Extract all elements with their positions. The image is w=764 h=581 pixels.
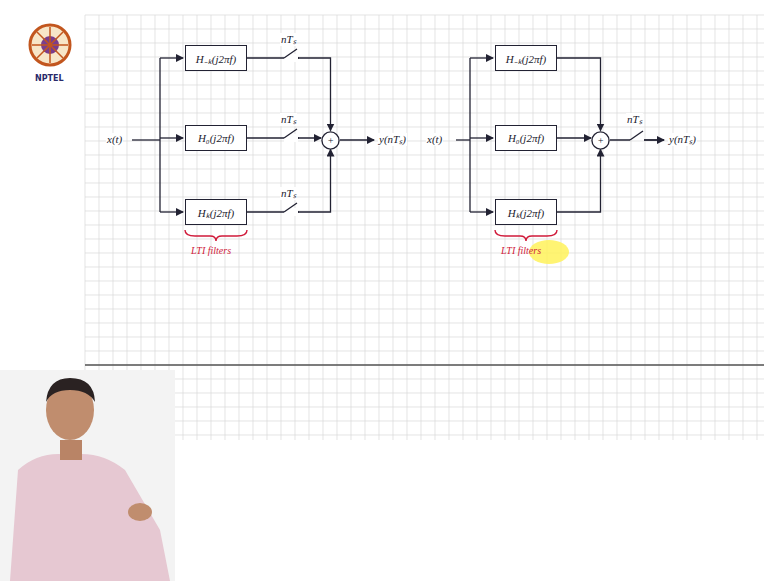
sampling-label: nTₛ bbox=[280, 187, 297, 200]
input-wire bbox=[132, 139, 160, 140]
filter-label: Hₖ(j2πf) bbox=[198, 205, 234, 220]
branch-wire bbox=[160, 211, 183, 212]
sum-sign: + bbox=[597, 135, 604, 146]
lecturer-figure bbox=[0, 370, 175, 581]
filter-box: H₋ₖ(j2πf) bbox=[495, 45, 557, 71]
branch-wire bbox=[470, 57, 493, 58]
sampling-label: nTₛ bbox=[280, 33, 297, 46]
annotation-note: LTI filters bbox=[190, 244, 232, 257]
filter-label: H₋ₖ(j2πf) bbox=[506, 51, 546, 66]
input-bus bbox=[469, 58, 470, 212]
signal-connector bbox=[557, 150, 601, 213]
filter-label: Hₖ(j2πf) bbox=[508, 205, 544, 220]
signal-connector bbox=[557, 137, 591, 138]
divider-line bbox=[85, 364, 764, 366]
signal-name: x(t) bbox=[106, 133, 123, 146]
nptel-logo bbox=[30, 25, 70, 65]
annotation-note: LTI filters bbox=[500, 244, 542, 257]
signal-connector bbox=[247, 150, 331, 213]
output-arrow bbox=[644, 139, 664, 140]
branch-wire bbox=[470, 211, 493, 212]
sum-sign: + bbox=[327, 135, 334, 146]
grid-lines bbox=[85, 15, 764, 440]
input-wire bbox=[456, 139, 470, 140]
signal-name: y(nTₛ) bbox=[378, 133, 407, 146]
output-wire bbox=[340, 139, 374, 140]
summing-junction: + bbox=[591, 131, 610, 150]
red-bracket bbox=[185, 230, 247, 241]
signal-connector bbox=[557, 58, 601, 131]
filter-box: H₋ₖ(j2πf) bbox=[185, 45, 247, 71]
signal-name: y(nTₛ) bbox=[668, 133, 697, 146]
red-bracket bbox=[495, 230, 557, 241]
filter-box: H₀(j2πf) bbox=[185, 125, 247, 151]
filter-box: H₀(j2πf) bbox=[495, 125, 557, 151]
signal-name: x(t) bbox=[426, 133, 443, 146]
filter-box: Hₖ(j2πf) bbox=[495, 199, 557, 225]
filter-label: H₀(j2πf) bbox=[198, 132, 234, 144]
sampling-label: nTₛ bbox=[626, 113, 643, 126]
sampler-switch bbox=[630, 131, 643, 140]
branch-wire bbox=[470, 137, 493, 138]
signal-connector bbox=[247, 58, 331, 131]
sampling-label: nTₛ bbox=[280, 113, 297, 126]
summing-junction: + bbox=[321, 131, 340, 150]
input-bus bbox=[159, 58, 160, 212]
branch-wire bbox=[160, 137, 183, 138]
filter-label: H₀(j2πf) bbox=[508, 132, 544, 144]
filter-label: H₋ₖ(j2πf) bbox=[196, 51, 236, 66]
output-wire bbox=[610, 139, 664, 140]
logo-text: NPTEL bbox=[34, 72, 65, 85]
filter-box: Hₖ(j2πf) bbox=[185, 199, 247, 225]
branch-wire bbox=[160, 57, 183, 58]
